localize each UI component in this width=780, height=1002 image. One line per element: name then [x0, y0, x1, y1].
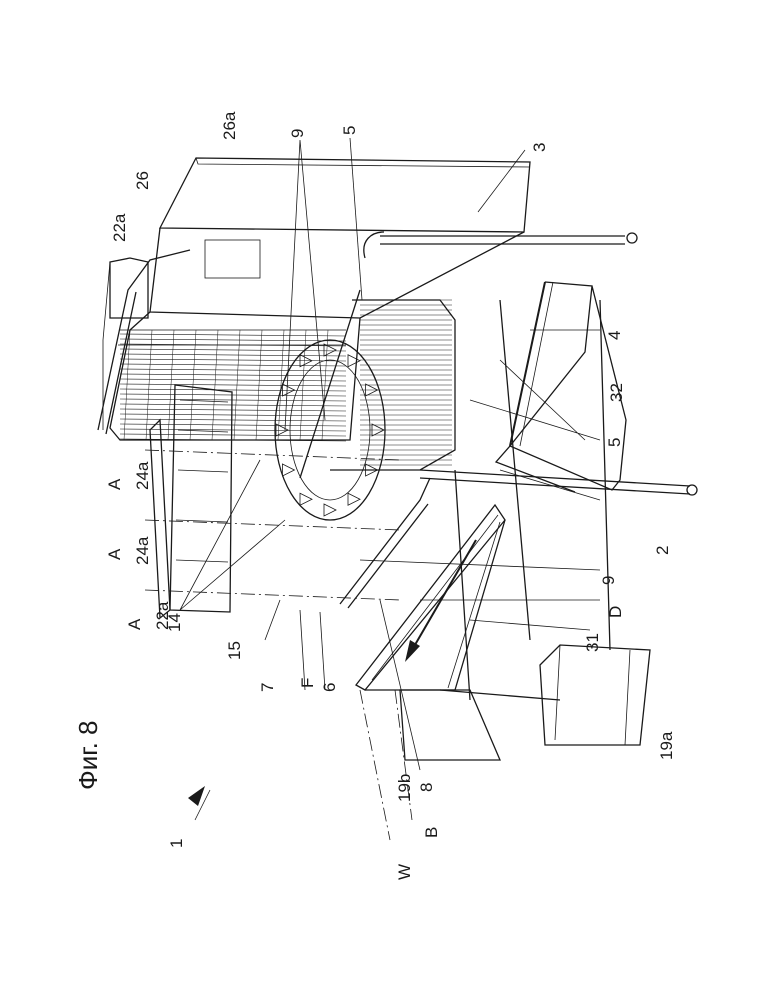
label-4: 4	[605, 331, 624, 340]
label-a1-a2-upper: A	[105, 478, 124, 490]
label-19a: 19a	[657, 731, 676, 760]
hatch-line	[120, 379, 346, 381]
label-8: 8	[417, 783, 436, 792]
vessel-shape	[348, 355, 360, 367]
label-f: F	[298, 678, 317, 688]
hatch-line	[120, 394, 346, 396]
arrow-d	[405, 640, 420, 662]
label-22a-top: 22a	[110, 213, 129, 242]
hatch-line	[120, 364, 346, 366]
hatch-line	[120, 389, 346, 391]
label-5-right: 5	[605, 438, 624, 447]
hatch-line	[190, 330, 196, 440]
hatch-line	[120, 414, 346, 416]
hatch-line	[120, 334, 346, 336]
hatch-line	[168, 330, 174, 440]
label-32: 32	[607, 383, 626, 402]
hatch-line	[120, 404, 346, 406]
label-26: 26	[133, 171, 152, 190]
vessel-shape	[282, 464, 294, 476]
axis-lines	[145, 450, 412, 840]
label-b: B	[422, 827, 441, 838]
label-7: 7	[258, 683, 277, 692]
vessel-shape	[324, 504, 336, 516]
housing-26	[110, 158, 530, 440]
hatch-line	[120, 354, 346, 356]
hatch-line	[120, 349, 346, 351]
hatch-line	[120, 419, 346, 421]
label-w: W	[395, 864, 414, 880]
label-a1-a2-lower: A	[125, 618, 144, 630]
hatch-line	[322, 330, 328, 440]
box-19a	[540, 645, 650, 745]
hatch-line	[120, 434, 346, 436]
label-1: 1	[167, 839, 186, 848]
hatch-line	[120, 369, 346, 371]
hatch-line	[120, 399, 346, 401]
hatch-line	[120, 339, 346, 341]
figure-title: Фиг. 8	[73, 720, 103, 790]
hatch-line	[300, 330, 306, 440]
hatch-line	[120, 429, 346, 431]
panel-26a	[205, 240, 260, 278]
hatch-line	[120, 384, 346, 386]
label-5-top: 5	[340, 126, 359, 135]
label-26a: 26a	[220, 111, 239, 140]
hatch-line	[278, 330, 284, 440]
label-d: D	[606, 606, 625, 618]
label-3: 3	[530, 143, 549, 152]
label-6: 6	[320, 683, 339, 692]
label-9-top: 9	[288, 129, 307, 138]
label-9-right: 9	[599, 576, 618, 585]
hatch-line	[120, 374, 346, 376]
hatch-line	[120, 409, 346, 411]
label-a1-a2-middle: A	[105, 548, 124, 560]
label-24a-bottom: 24a	[133, 536, 152, 565]
label-31: 31	[583, 633, 602, 652]
label-22a-bottom: 22a	[153, 601, 172, 630]
grille-left	[120, 330, 346, 441]
vessel-shape	[300, 493, 312, 505]
tray-8	[356, 505, 505, 690]
label-2: 2	[653, 546, 672, 555]
vessel-shape	[276, 424, 288, 436]
hatch-line	[146, 330, 152, 440]
label-15: 15	[225, 641, 244, 660]
label-24a-top: 24a	[133, 461, 152, 490]
label-19b-visible: 19b	[395, 774, 414, 802]
vessel-shape	[348, 493, 360, 505]
